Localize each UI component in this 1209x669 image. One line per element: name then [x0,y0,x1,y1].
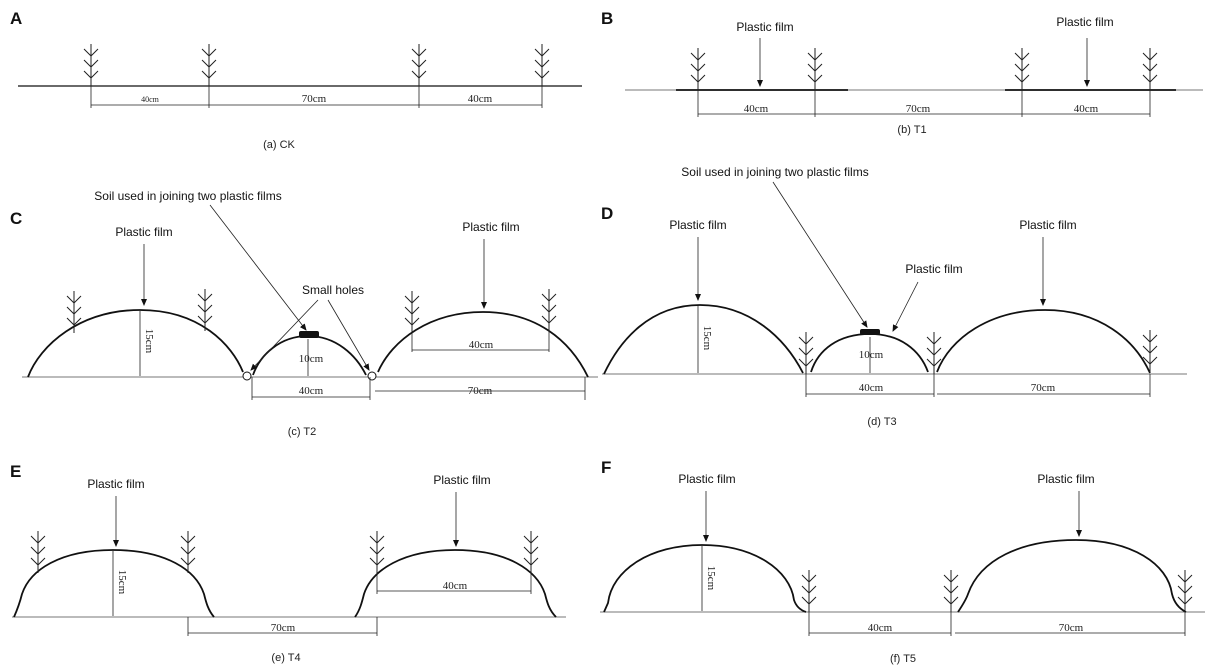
panel-b-dim-2: 70cm [906,103,931,115]
panel-b-letter: B [601,9,613,28]
panel-d-dim-70: 70cm [1031,382,1056,394]
panel-c-soil-arrow [209,204,307,331]
panel-f-plant-1 [801,569,817,613]
panel-e-plant-3 [369,530,385,574]
panel-f: F Plastic film Plastic film 15cm 40cm 70… [600,458,1205,665]
panel-c-holes-arrow-1 [250,299,319,371]
panel-d-height-small: 10cm [859,349,884,361]
panel-b-plant-2 [807,47,823,91]
panel-d-big-ridge-1 [603,304,804,375]
panel-f-letter: F [601,458,611,477]
panel-e: E Plastic film Plastic film 15cm 40cm 70… [10,462,566,664]
panel-c-small-hole-2 [367,371,377,381]
panel-a-dimension-lines [90,86,543,108]
panel-f-big-ridge-1 [603,544,807,613]
panel-e-height-big: 15cm [116,570,128,595]
panel-f-caption: (f) T5 [890,653,916,665]
panel-a-dim-3: 40cm [468,93,493,105]
panel-c-dim-40-bottom: 40cm [299,385,324,397]
panel-c-small-hole-1 [242,371,252,381]
panel-d-dimension-lines [805,374,1151,397]
panel-e-big-ridge-1 [13,549,215,618]
panel-b: B Plastic film Plastic film 40cm 70cm 40… [601,9,1203,136]
panel-d-film-arrow-3 [892,281,919,332]
panel-d-caption: (d) T3 [867,416,896,428]
panel-f-plant-2 [943,569,959,613]
panel-b-dim-1: 40cm [744,103,769,115]
panel-b-dim-3: 40cm [1074,103,1099,115]
panel-a-dim-1: 40cm [141,95,160,104]
panel-f-dimension-lines [808,612,1186,636]
panel-f-big-ridge-2 [957,539,1187,613]
panel-b-caption: (b) T1 [897,124,926,136]
panel-d-soil-block [860,329,880,335]
panel-c-film-label-2: Plastic film [462,220,519,234]
panel-d-film-label-3: Plastic film [905,262,962,276]
panel-e-dimension-lines [187,573,532,636]
panel-e-film-label-1: Plastic film [87,477,144,491]
panel-c-film-label-1: Plastic film [115,225,172,239]
panel-c-dimension-lines [251,331,586,400]
panel-c: C Soil used in joining two plastic films… [10,189,598,438]
panel-c-soil-label: Soil used in joining two plastic films [94,189,281,203]
panel-e-plant-4 [523,530,539,574]
panel-c-holes-label: Small holes [302,283,364,297]
panel-c-holes-arrow-2 [327,299,370,371]
panel-f-dim-70: 70cm [1059,622,1084,634]
panel-d-big-ridge-2 [936,309,1151,374]
panel-e-letter: E [10,462,21,481]
panel-d-soil-label: Soil used in joining two plastic films [681,165,868,179]
panel-b-film-label-1: Plastic film [736,20,793,34]
panel-d-film-label-1: Plastic film [669,218,726,232]
panel-d-soil-arrow [772,181,868,328]
panel-e-big-ridge-2 [354,549,557,618]
panel-e-dim-40: 40cm [443,580,468,592]
panel-b-dimension-lines [697,90,1151,117]
panel-f-height-big: 15cm [705,566,717,591]
panel-e-caption: (e) T4 [271,652,300,664]
panel-e-film-label-2: Plastic film [433,473,490,487]
panel-d-dim-40: 40cm [859,382,884,394]
panel-c-dim-40-top: 40cm [469,339,494,351]
panel-c-big-ridge-2 [377,311,589,378]
panel-c-height-big: 15cm [143,329,155,354]
panel-a-plant-3 [411,43,427,87]
panel-d-height-big: 15cm [701,326,713,351]
panel-a-letter: A [10,9,22,28]
panel-b-plant-1 [690,47,706,91]
panel-a-plant-1 [83,43,99,87]
panel-f-plant-3 [1177,569,1193,613]
panel-a-plant-2 [201,43,217,87]
panel-f-film-label-1: Plastic film [678,472,735,486]
panel-c-plant-1 [66,290,82,334]
panel-f-dim-40: 40cm [868,622,893,634]
panel-c-plant-3 [404,290,420,334]
panel-c-soil-block [299,331,319,338]
panel-c-height-small: 10cm [299,353,324,365]
panel-b-plant-3 [1014,47,1030,91]
panel-c-dim-70: 70cm [468,385,493,397]
panel-c-caption: (c) T2 [288,426,317,438]
panel-f-film-label-2: Plastic film [1037,472,1094,486]
panel-c-big-ridge-1 [27,309,244,378]
panel-c-letter: C [10,209,22,228]
panel-a-plant-4 [534,43,550,87]
panel-a-caption: (a) CK [263,139,295,151]
panel-e-dim-70: 70cm [271,622,296,634]
panel-d: D Soil used in joining two plastic films… [601,165,1187,428]
panel-a-dim-2: 70cm [302,93,327,105]
panel-d-film-label-2: Plastic film [1019,218,1076,232]
panel-a: A 40cm 70cm 40cm (a) CK [10,9,582,151]
panel-b-plant-4 [1142,47,1158,91]
panel-d-letter: D [601,204,613,223]
panel-d-plant-3 [1142,329,1158,373]
panel-c-plant-4 [541,288,557,332]
panel-b-film-label-2: Plastic film [1056,15,1113,29]
